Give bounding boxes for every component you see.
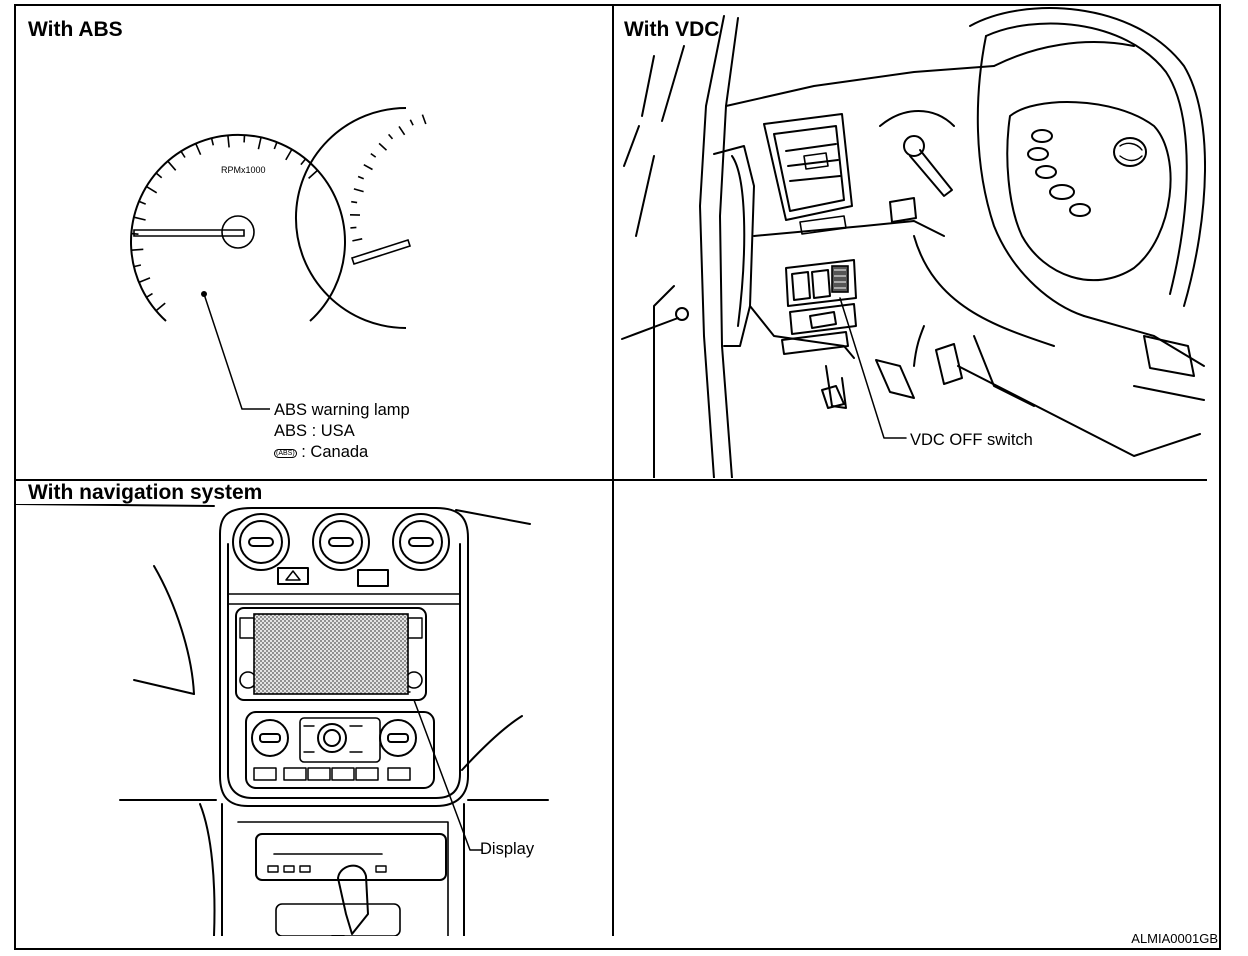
vdc-callout: VDC OFF switch	[910, 431, 1033, 449]
vertical-divider	[612, 4, 614, 936]
abs-callout-line-3: (ABS) : Canada	[274, 442, 368, 464]
vdc-panel-title: With VDC	[624, 18, 720, 41]
figure-id: ALMIA0001GB	[1131, 931, 1218, 946]
display-callout: Display	[480, 840, 535, 858]
abs-panel-title: With ABS	[28, 18, 123, 41]
tachometer-scale-label: RPMx1000	[221, 165, 266, 175]
abs-callout-line-2: ABS : USA	[274, 422, 355, 440]
abs-canada-icon: (ABS)	[274, 449, 297, 458]
navigation-panel-title: With navigation system	[28, 481, 263, 504]
abs-callout-line-1: ABS warning lamp	[274, 401, 410, 419]
diagram-frame	[14, 4, 1221, 950]
vdc-dashboard-illustration	[621, 7, 1206, 478]
abs-canada-text: : Canada	[301, 443, 369, 461]
abs-tachometer-illustration: RPMx1000	[130, 107, 427, 410]
horizontal-divider	[14, 479, 1207, 481]
navigation-center-console-illustration	[16, 504, 549, 936]
